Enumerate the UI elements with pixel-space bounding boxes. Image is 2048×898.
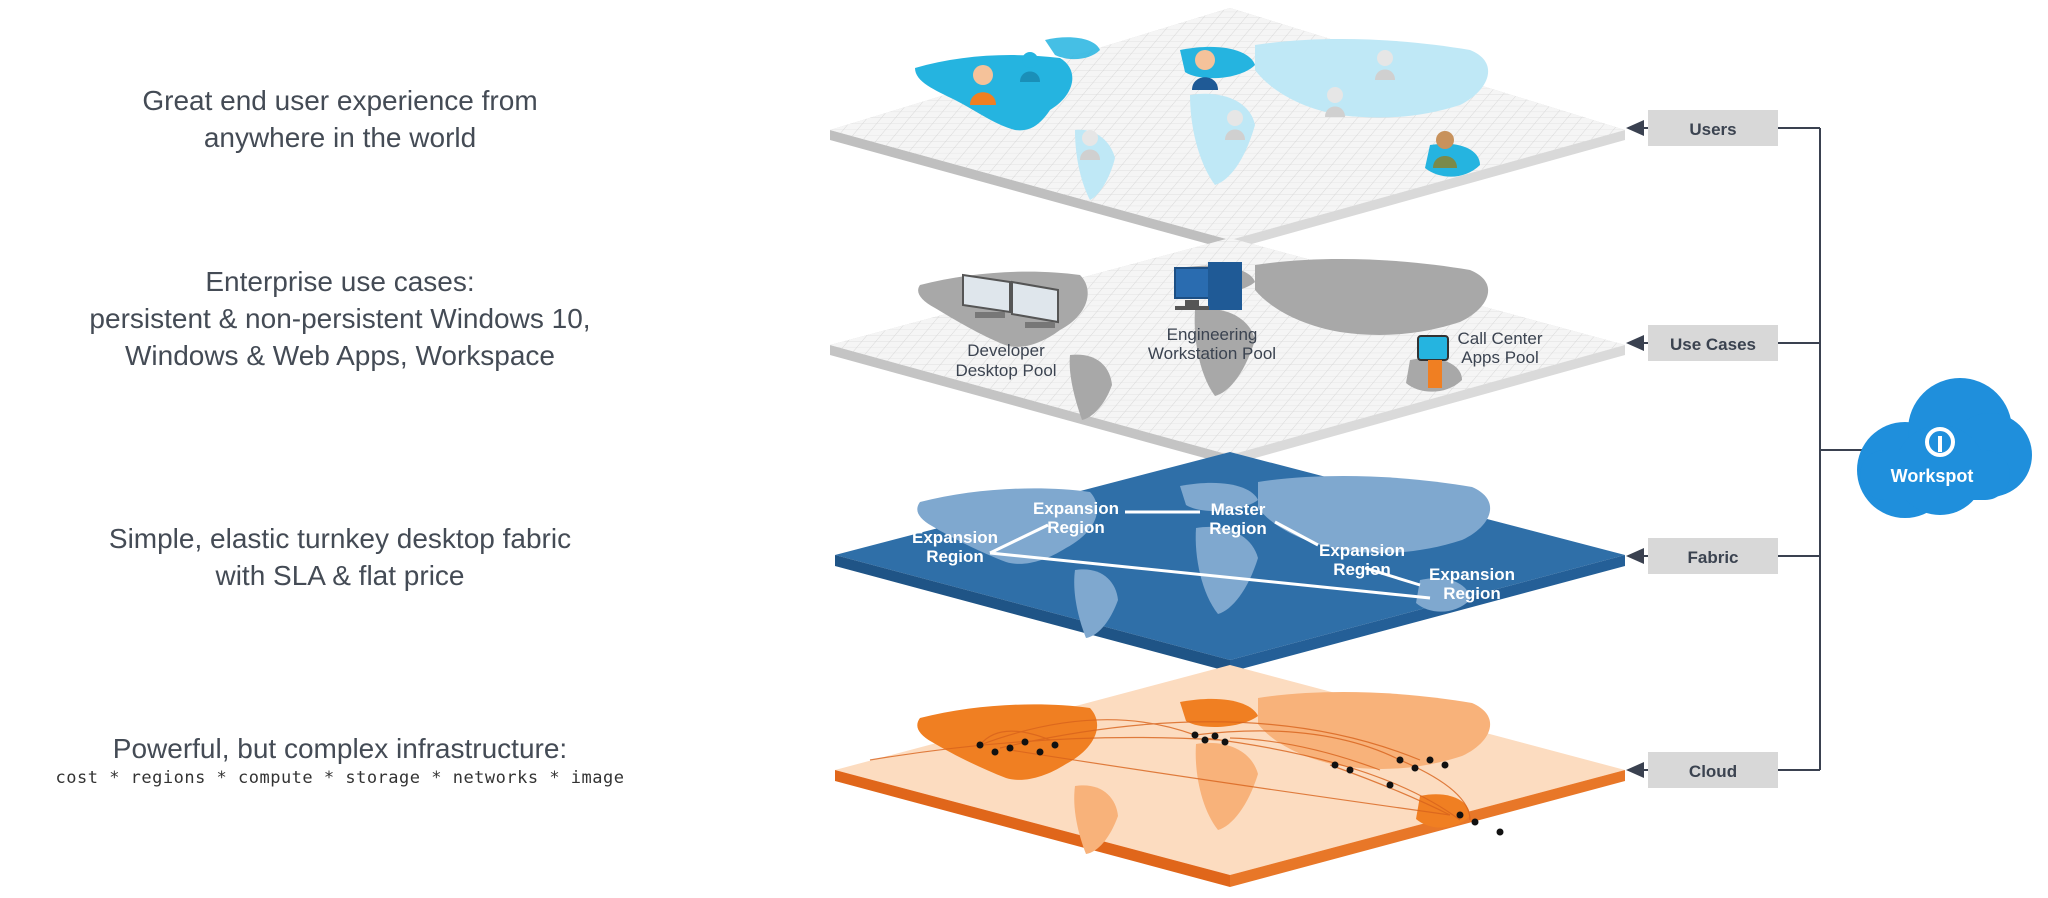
- use-cases-description-line-3: Windows & Web Apps, Workspace: [124, 340, 556, 371]
- user-avatar-icon: [1375, 50, 1395, 80]
- expansion-region-west-line-1: Expansion: [912, 528, 998, 547]
- user-avatar-icon: [1080, 130, 1100, 160]
- engineering-pool-label-line-2: Workstation Pool: [1148, 344, 1276, 363]
- developer-pool-label-line-2: Desktop Pool: [955, 361, 1056, 380]
- master-region-line-2: Region: [1209, 519, 1267, 538]
- layer-tags: Users Use Cases Fabric Cloud: [1648, 110, 1778, 788]
- use-cases-tag-label: Use Cases: [1670, 335, 1756, 354]
- expansion-region-americas-line-2: Region: [1047, 518, 1105, 537]
- master-region-line-1: Master: [1211, 500, 1266, 519]
- cloud-datacenter-nodes: [976, 731, 1504, 836]
- user-avatar-icon: [1325, 87, 1345, 117]
- user-avatar-icon: [1192, 50, 1218, 90]
- users-tag-label: Users: [1689, 120, 1736, 139]
- users-description: Great end user experience from anywhere …: [80, 82, 600, 156]
- workspot-logo: Workspot: [1857, 378, 2032, 518]
- use-cases-description-line-2: persistent & non-persistent Windows 10,: [89, 303, 591, 334]
- fabric-description-line-2: with SLA & flat price: [215, 560, 465, 591]
- cloud-description-formula: cost * regions * compute * storage * net…: [55, 768, 625, 788]
- use-cases-description: Enterprise use cases: persistent & non-p…: [40, 263, 640, 374]
- fabric-world-map: [917, 475, 1491, 638]
- use-cases-tag: Use Cases: [1648, 325, 1778, 361]
- users-tag: Users: [1648, 110, 1778, 146]
- layer-connectors: [1626, 120, 1862, 778]
- engineering-workstation-icon: [1174, 262, 1242, 310]
- expansion-region-asia-line-1: Expansion: [1319, 541, 1405, 560]
- cloud-layer: [835, 665, 1625, 887]
- call-center-pool-label-line-2: Apps Pool: [1461, 348, 1539, 367]
- developer-pool-label-line-1: Developer: [967, 341, 1045, 360]
- workspot-brand-label: Workspot: [1891, 466, 1974, 486]
- fabric-layer: Expansion Region Expansion Region Master…: [835, 452, 1625, 672]
- user-avatar-icon: [1433, 131, 1457, 168]
- cloud-network-links: [869, 719, 1471, 821]
- expansion-region-west-line-2: Region: [926, 547, 984, 566]
- use-cases-description-line-1: Enterprise use cases:: [205, 266, 475, 297]
- fabric-description: Simple, elastic turnkey desktop fabric w…: [60, 520, 620, 594]
- call-center-icon: [1417, 335, 1449, 388]
- cloud-icon: [1857, 378, 2032, 518]
- fabric-tag-label: Fabric: [1687, 548, 1738, 567]
- expansion-region-pacific-line-2: Region: [1443, 584, 1501, 603]
- expansion-region-americas-line-1: Expansion: [1033, 499, 1119, 518]
- user-avatars: [970, 50, 1457, 168]
- cloud-tag-label: Cloud: [1689, 762, 1737, 781]
- user-avatar-icon: [1020, 52, 1040, 82]
- developer-desktop-icon: [962, 273, 1059, 328]
- cloud-description-title: Powerful, but complex infrastructure:: [112, 733, 568, 764]
- engineering-pool-label-line-1: Engineering: [1167, 325, 1258, 344]
- users-description-line-1: Great end user experience from: [142, 85, 538, 116]
- cloud-description: Powerful, but complex infrastructure: co…: [40, 730, 640, 789]
- cloud-tag: Cloud: [1648, 752, 1778, 788]
- user-avatar-icon: [970, 65, 996, 105]
- user-avatar-icon: [1225, 110, 1245, 140]
- call-center-pool-label-line-1: Call Center: [1457, 329, 1542, 348]
- expansion-region-asia-line-2: Region: [1333, 560, 1391, 579]
- fabric-description-line-1: Simple, elastic turnkey desktop fabric: [108, 523, 572, 554]
- expansion-region-pacific-line-1: Expansion: [1429, 565, 1515, 584]
- users-description-line-2: anywhere in the world: [203, 122, 477, 153]
- fabric-tag: Fabric: [1648, 538, 1778, 574]
- users-layer: [830, 8, 1625, 250]
- region-connections: [989, 510, 1431, 600]
- use-cases-layer: Developer Desktop Pool Engineering Works…: [830, 238, 1625, 465]
- workspot-power-icon: [1925, 427, 1955, 457]
